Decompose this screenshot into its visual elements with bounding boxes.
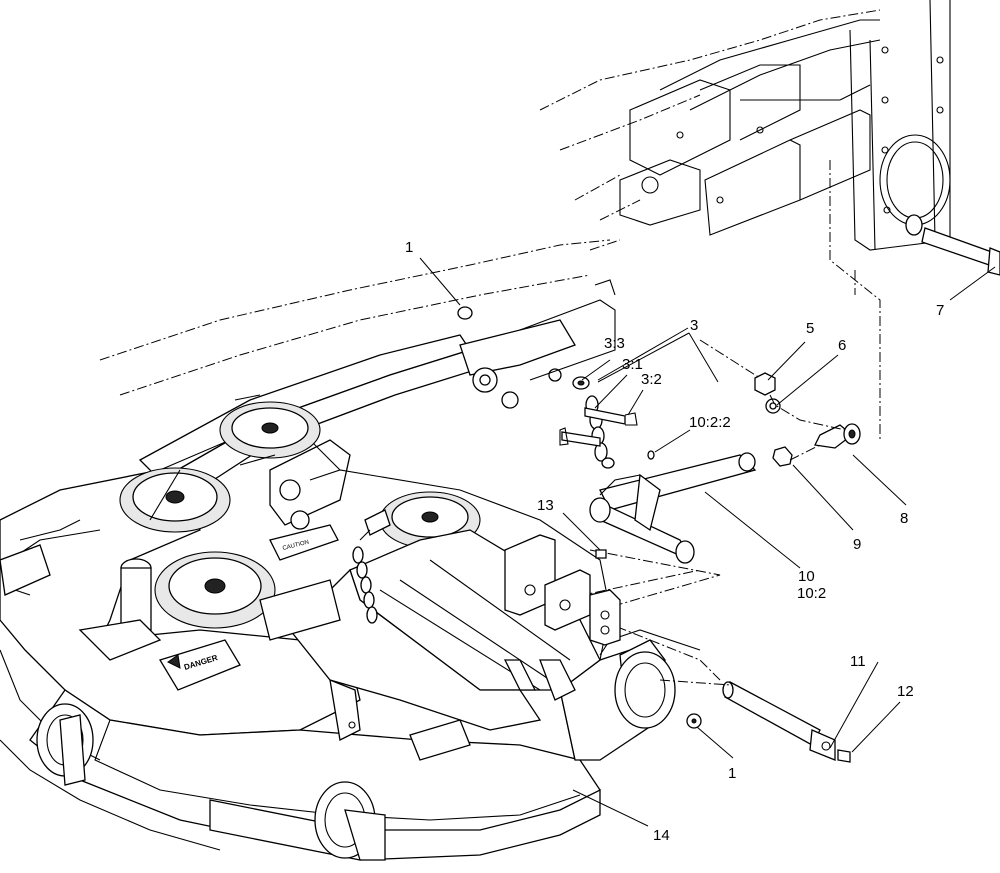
- callout-10-2: 10:2: [797, 585, 827, 602]
- belt-cover: [289, 529, 601, 741]
- small-hardware: [595, 339, 861, 559]
- callout-10: 10: [798, 568, 815, 585]
- callout-leaders: [419, 257, 996, 827]
- callout-8: 8: [900, 510, 909, 527]
- callout-13: 13: [537, 497, 554, 514]
- callout-3: 3: [690, 317, 699, 334]
- deck-chain: [352, 509, 391, 624]
- callout-14: 14: [653, 827, 670, 844]
- lift-tube: [519, 450, 757, 681]
- pivot-bolt: [905, 214, 1000, 276]
- callout-3-2: 3:2: [641, 371, 662, 388]
- rod-and-bolt: [659, 679, 851, 763]
- tractor-frame-phantom: [539, 0, 951, 440]
- deck-pulleys: [119, 394, 481, 629]
- callout-9: 9: [853, 536, 862, 553]
- callout-1-upper: 1: [405, 239, 414, 256]
- callout-12: 12: [897, 683, 914, 700]
- callout-3-3: 3:3: [604, 335, 625, 352]
- mower-deck: [0, 439, 701, 861]
- callout-5: 5: [806, 320, 815, 337]
- callout-10-2-2: 10:2:2: [689, 414, 731, 431]
- anti-scalp-wheels: [36, 651, 676, 861]
- callout-3-1: 3:1: [622, 356, 643, 373]
- deck-decals: DANGER CAUTION: [0, 524, 471, 761]
- chain-assembly: [559, 376, 638, 469]
- callout-6: 6: [838, 337, 847, 354]
- callout-7: 7: [936, 302, 945, 319]
- deck-tube: [78, 558, 162, 661]
- callout-11: 11: [850, 653, 866, 670]
- callout-1-lower: 1: [728, 765, 737, 782]
